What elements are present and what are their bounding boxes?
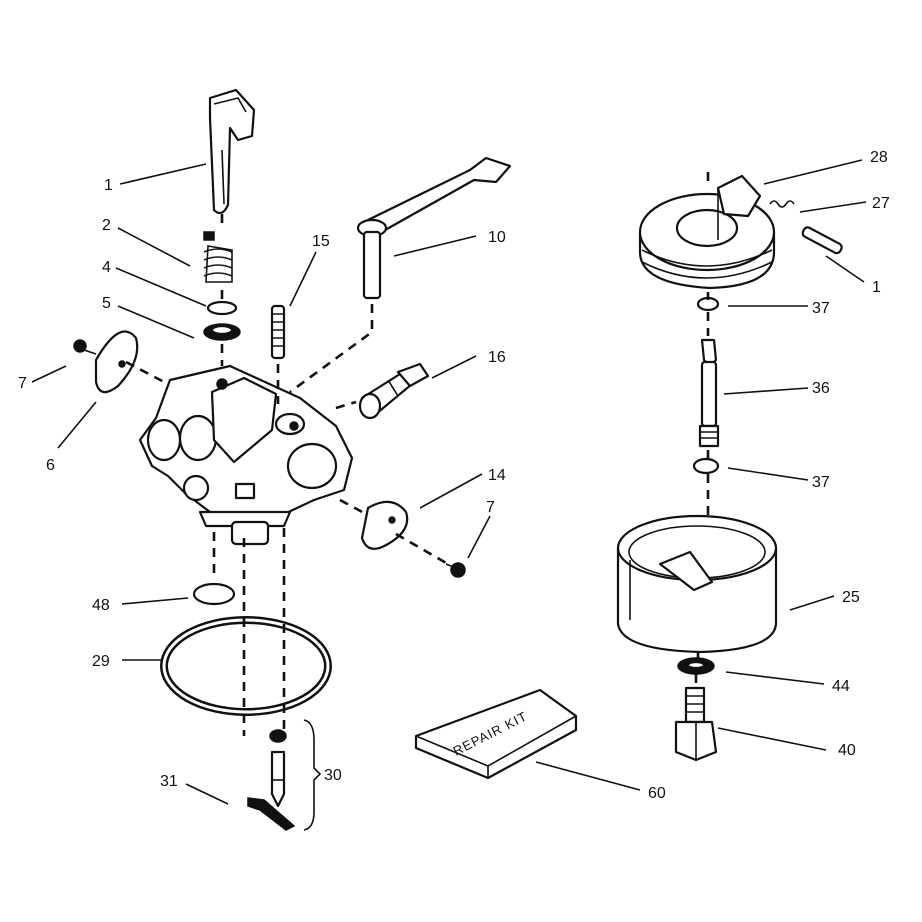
washer-part xyxy=(206,300,238,316)
carburetor-body-part xyxy=(138,364,354,546)
repair-kit-box: REPAIR KIT xyxy=(414,688,578,780)
callout-14: 14 xyxy=(488,467,506,484)
callout-44: 44 xyxy=(832,678,850,695)
needle-screw-part xyxy=(270,304,286,360)
callout-30: 30 xyxy=(324,767,342,784)
callout-1: 1 xyxy=(104,177,113,194)
callout-36: 36 xyxy=(812,380,830,397)
float-pin-part xyxy=(769,200,843,255)
float-seat-part xyxy=(192,582,236,606)
callout-5: 5 xyxy=(102,295,111,312)
callout-15: 15 xyxy=(312,233,330,250)
fuel-inlet-fitting-part xyxy=(358,362,430,420)
callout-40: 40 xyxy=(838,742,856,759)
callout-29: 29 xyxy=(92,653,110,670)
choke-plate-part xyxy=(94,330,139,394)
seal-part xyxy=(203,323,241,341)
bowl-nut-part xyxy=(674,686,718,762)
needle-clip-part xyxy=(247,797,296,831)
callout-31: 31 xyxy=(160,773,178,790)
float-part xyxy=(638,174,776,290)
callout-37: 37 xyxy=(812,300,830,317)
callout-25: 25 xyxy=(842,589,860,606)
callout-2: 2 xyxy=(102,217,111,234)
callout-1: 1 xyxy=(872,279,881,296)
callout-60: 60 xyxy=(648,785,666,802)
callout-48: 48 xyxy=(92,597,110,614)
callout-6: 6 xyxy=(46,457,55,474)
float-bowl-part xyxy=(616,514,778,654)
callout-7: 7 xyxy=(18,375,27,392)
callout-4: 4 xyxy=(102,259,111,276)
throttle-shaft-part xyxy=(208,88,256,215)
main-nozzle-part xyxy=(698,338,720,448)
callout-28: 28 xyxy=(870,149,888,166)
callout-7: 7 xyxy=(486,499,495,516)
inlet-needle-part xyxy=(269,729,287,808)
washer-part xyxy=(692,457,720,475)
callout-10: 10 xyxy=(488,229,506,246)
bowl-washer-part xyxy=(677,657,715,675)
gasket-ring-part xyxy=(160,616,332,716)
screw-part xyxy=(73,339,97,355)
choke-lever-part xyxy=(356,156,512,300)
screw-part xyxy=(445,562,466,578)
throttle-plate-part xyxy=(360,500,409,550)
callout-27: 27 xyxy=(872,195,890,212)
spring-part xyxy=(203,231,233,283)
callout-37: 37 xyxy=(812,474,830,491)
callout-16: 16 xyxy=(488,349,506,366)
